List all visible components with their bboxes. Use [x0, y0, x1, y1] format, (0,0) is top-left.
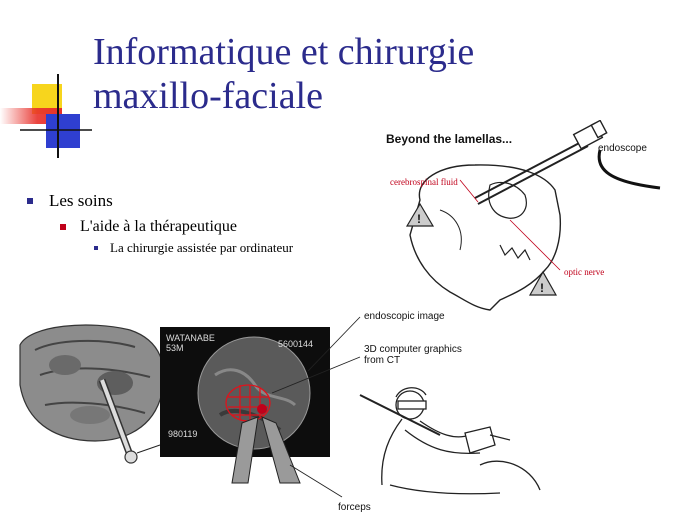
bullet-level-1: Les soins: [27, 191, 113, 211]
label-endoscopic-image: endoscopic image: [364, 311, 445, 322]
bullet-square-icon: [27, 198, 33, 204]
bullet-level-3: La chirurgie assistée par ordinateur: [94, 240, 293, 256]
slide-logo-icon: [0, 74, 92, 158]
label-3d-computer-graphics: 3D computer graphics from CT: [364, 344, 462, 366]
slide-title: Informatique et chirurgie maxillo-facial…: [93, 30, 563, 118]
bullet-text: La chirurgie assistée par ordinateur: [110, 240, 294, 255]
skull-3d-render-icon: [19, 324, 165, 464]
title-line-1: Informatique et chirurgie: [93, 31, 475, 73]
bullet-square-icon: [60, 224, 66, 230]
warning-triangle-icon: !: [405, 202, 435, 227]
surgery-illustration: WATANABE 53M 5600144 980119: [19, 316, 541, 498]
surgeon-sketch-icon: [359, 387, 541, 495]
skull-endoscope-illustration: ! !: [405, 120, 661, 311]
endoscopic-image-screen: WATANABE 53M 5600144 980119: [160, 327, 330, 484]
screen-text-age: 53M: [166, 343, 184, 353]
label-optic-nerve: optic nerve: [564, 267, 605, 277]
label-endoscope: endoscope: [598, 143, 647, 154]
label-cerebrospinal-fluid: cerebrospinal fluid: [390, 177, 458, 187]
bullet-square-icon: [94, 246, 98, 250]
screen-text-date: 980119: [168, 429, 197, 439]
bullet-text: Les soins: [49, 191, 113, 210]
label-forceps: forceps: [338, 502, 371, 513]
bullet-level-2: L'aide à la thérapeutique: [60, 218, 237, 236]
warning-triangle-icon: !: [528, 270, 558, 296]
screen-text-id: 5600144: [278, 339, 313, 349]
figure-caption: Beyond the lamellas...: [386, 132, 513, 146]
title-line-2: maxillo-faciale: [93, 75, 323, 117]
bullet-text: L'aide à la thérapeutique: [80, 218, 238, 235]
svg-text:!: !: [417, 212, 421, 226]
svg-text:!: !: [540, 281, 544, 295]
screen-text-name: WATANABE: [166, 333, 215, 343]
